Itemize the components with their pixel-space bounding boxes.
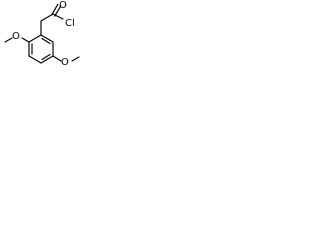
carbonyl-double-bond-a: [51, 3, 59, 16]
ring-bond-c4-c5: [40, 55, 54, 64]
ring-bond-c1-c2: [28, 34, 42, 43]
ring-bond-c6-c1: [40, 34, 54, 43]
ring-inner-double-bond-lower-right: [41, 53, 51, 61]
bond-lines: [4, 3, 80, 64]
ring-bond-c3-c4: [28, 55, 42, 64]
atom-label-methoxy-oxygen-5: O: [61, 57, 69, 68]
carbonyl-double-bond-b: [54, 5, 62, 17]
bond-ring-o2: [21, 37, 30, 43]
atom-label-chlorine: Cl: [65, 18, 75, 29]
bond-o2-methyl: [4, 37, 13, 43]
bond-carbonyl-carbon-cl: [52, 13, 64, 20]
chemical-structure: O Cl O O: [4, 0, 80, 68]
atom-labels: O Cl O O: [12, 0, 75, 68]
ring-inner-double-bond-upper-right: [41, 37, 51, 45]
atom-label-methoxy-oxygen-2: O: [12, 31, 20, 42]
bond-o5-methyl: [71, 56, 80, 62]
atom-label-carbonyl-oxygen: O: [59, 0, 67, 11]
bond-ch2-carbonyl-carbon: [40, 13, 54, 22]
bond-ring-o5: [52, 55, 62, 62]
